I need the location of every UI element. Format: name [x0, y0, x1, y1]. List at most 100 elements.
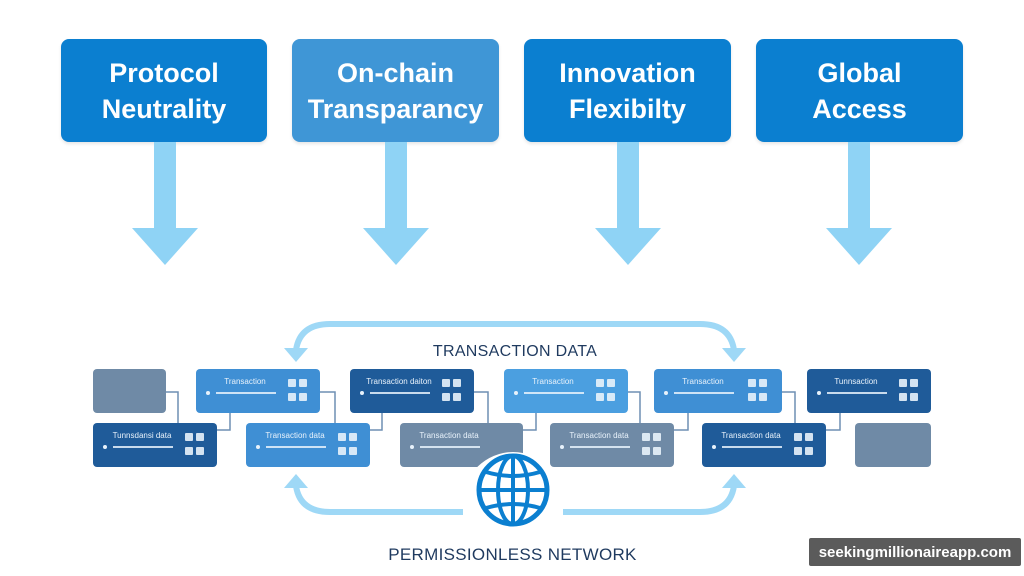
block-square	[899, 393, 907, 401]
arrowhead-icon	[284, 474, 308, 488]
arrow-down-icon	[363, 142, 429, 265]
connector	[628, 391, 641, 428]
transaction-block: Transaction data	[702, 423, 826, 467]
block-square	[596, 393, 604, 401]
block-square	[759, 393, 767, 401]
block-square	[349, 447, 357, 455]
principle-global-access: Global Access	[756, 39, 963, 142]
block-square	[653, 433, 661, 441]
block-line	[420, 446, 480, 448]
block-square	[453, 393, 461, 401]
block-dot	[664, 391, 668, 395]
block-square	[748, 379, 756, 387]
block-square	[596, 379, 604, 387]
block-square	[805, 447, 813, 455]
block-label: Tunnsdansi data	[112, 431, 172, 440]
block-line	[370, 392, 430, 394]
principle-on-chain-transparency: On-chain Transparancy	[292, 39, 499, 142]
principle-line: Protocol	[109, 57, 219, 88]
transaction-data-caption: TRANSACTION DATA	[432, 343, 598, 360]
block-label: Transaction data	[419, 431, 479, 440]
flow-arrow-bottom	[555, 485, 737, 515]
block-square	[196, 447, 204, 455]
block-line	[113, 446, 173, 448]
block-label: Transaction	[224, 377, 266, 386]
arrowhead-icon	[722, 474, 746, 488]
transaction-block: Transaction data	[246, 423, 370, 467]
block-square	[642, 447, 650, 455]
block-line	[674, 392, 734, 394]
transaction-block: Transaction data	[550, 423, 674, 467]
block-dot	[817, 391, 821, 395]
block-square	[185, 433, 193, 441]
block-square	[288, 379, 296, 387]
block-square	[299, 393, 307, 401]
connector	[782, 391, 796, 428]
block-square	[299, 379, 307, 387]
flow-arrow-bottom	[293, 485, 470, 515]
block-square	[805, 433, 813, 441]
block-dot	[103, 445, 107, 449]
block-dot	[206, 391, 210, 395]
principle-line: Access	[812, 93, 907, 124]
block-square	[288, 393, 296, 401]
arrow-down-icon	[132, 142, 198, 265]
block-square	[338, 447, 346, 455]
arrow-down-icon	[595, 142, 661, 265]
principle-line: Flexibilty	[568, 93, 687, 124]
principle-line: Neutrality	[101, 93, 227, 124]
block-square	[910, 379, 918, 387]
block-label: Transaction	[682, 377, 724, 386]
block-square	[442, 393, 450, 401]
transaction-block: Transaction	[654, 369, 782, 413]
block-line	[570, 446, 630, 448]
transaction-block: Transaction	[504, 369, 628, 413]
principle-line: Transparancy	[307, 93, 484, 124]
block-line	[827, 392, 887, 394]
block-line	[524, 392, 584, 394]
block-dot	[256, 445, 260, 449]
principle-line: Innovation	[559, 57, 696, 88]
watermark: seekingmillionaireapp.com	[809, 538, 1021, 566]
block-label: Transaction daiton	[366, 377, 432, 386]
principle-line: On-chain	[336, 57, 454, 88]
block-label: Transaction data	[265, 431, 325, 440]
block-dot	[410, 445, 414, 449]
principle-line: Global	[817, 57, 902, 88]
arrowhead-icon	[722, 348, 746, 362]
block-square	[642, 433, 650, 441]
block-dot	[514, 391, 518, 395]
connector	[474, 391, 489, 428]
block-square	[899, 379, 907, 387]
block-square	[759, 379, 767, 387]
block-square	[349, 433, 357, 441]
block-label: Tunnsaction	[834, 377, 878, 386]
block-square	[748, 393, 756, 401]
block-square	[607, 393, 615, 401]
block-gray-1	[93, 369, 166, 413]
block-dot	[712, 445, 716, 449]
block-dot	[360, 391, 364, 395]
permissionless-network-caption: PERMISSIONLESS NETWORK	[388, 545, 637, 564]
transaction-block: Transaction	[196, 369, 320, 413]
connector	[320, 391, 336, 428]
block-square	[910, 393, 918, 401]
arrowhead-icon	[284, 348, 308, 362]
principle-innovation-flexibility: Innovation Flexibilty	[524, 39, 731, 142]
block-square	[794, 447, 802, 455]
block-square	[607, 379, 615, 387]
block-line	[216, 392, 276, 394]
block-square	[653, 447, 661, 455]
flow-arrow-top	[293, 321, 737, 351]
block-square	[196, 433, 204, 441]
connector	[166, 391, 179, 428]
block-line	[722, 446, 782, 448]
block-square	[453, 379, 461, 387]
block-dot	[560, 445, 564, 449]
block-label: Transaction	[532, 377, 574, 386]
transaction-block: Tunnsdansi data	[93, 423, 217, 467]
arrow-down-icon	[826, 142, 892, 265]
transaction-block: Transaction daiton	[350, 369, 474, 413]
principle-protocol-neutrality: Protocol Neutrality	[61, 39, 267, 142]
